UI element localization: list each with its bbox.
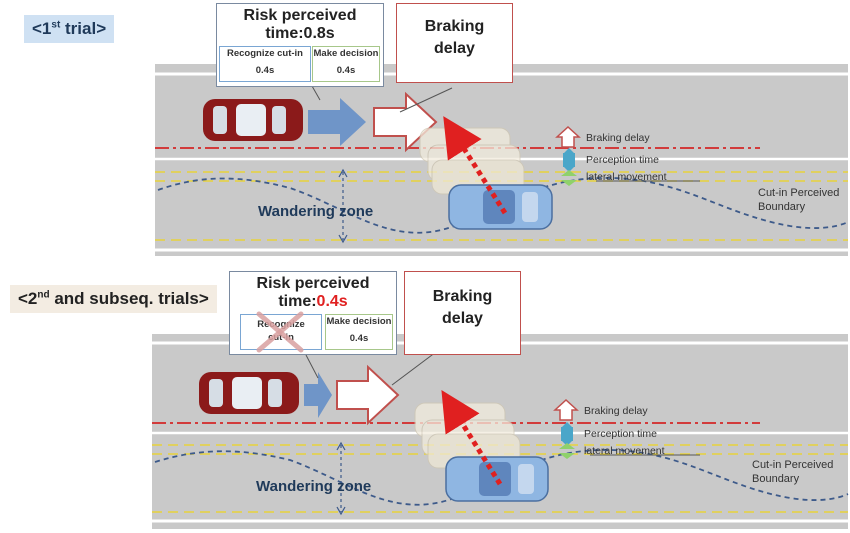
- blue-car-icon-2: [445, 456, 549, 502]
- cut-in-trajectory-1: [443, 116, 508, 215]
- risk-title-1b: time:0.8s: [265, 25, 335, 42]
- red-car-icon-2: [199, 372, 299, 414]
- legend-braking-delay-2: Braking delay: [584, 405, 648, 417]
- legend-perception-time-2: Perception time: [584, 428, 657, 440]
- perception-arrow-icon-2: [304, 372, 332, 418]
- lateral-movement-marker-icon-2: [559, 443, 575, 459]
- risk-title-2b: time:0.4s: [278, 293, 348, 310]
- cross-out-icon: [256, 311, 304, 353]
- trial1-label: <1st trial>: [24, 15, 115, 43]
- risk-perceived-box-1: Risk perceived time:0.8s Recognize cut-i…: [216, 3, 384, 87]
- lateral-movement-marker-icon-1: [561, 170, 577, 186]
- legend-lateral-movement-2: lateral movement: [584, 445, 665, 457]
- risk-title-1a: Risk perceived: [243, 7, 357, 24]
- perception-time-marker-icon-2: [561, 427, 573, 441]
- legend-braking-delay-1: Braking delay: [586, 132, 650, 144]
- trial1-panel: [155, 64, 849, 256]
- trial2-panel: [152, 334, 849, 529]
- trial2-label: <2nd and subseq. trials>: [10, 285, 217, 313]
- blue-car-icon-1: [448, 184, 553, 230]
- braking-arrow-icon-2: [336, 364, 400, 426]
- braking-delay-marker-icon-2: [553, 398, 579, 421]
- perception-time-marker-icon-1: [563, 153, 575, 167]
- braking-delay-box-2: Braking delay: [404, 271, 521, 355]
- braking-delay-box-1: Braking delay: [396, 3, 513, 83]
- wandering-zone-label-1: Wandering zone: [258, 203, 374, 220]
- wandering-boundary-1: [157, 177, 849, 234]
- braking-delay-marker-icon-1: [555, 125, 581, 148]
- red-car-icon-1: [203, 99, 303, 141]
- perception-arrow-icon-1: [308, 98, 366, 146]
- cut-in-trajectory-2: [441, 390, 503, 486]
- legend-perception-time-1: Perception time: [586, 154, 659, 166]
- ghost-cars-1: [419, 127, 525, 195]
- risk-title-2a: Risk perceived: [256, 275, 370, 292]
- wandering-zone-label-2: Wandering zone: [256, 478, 372, 495]
- legend-lateral-movement-1: lateral movement: [586, 171, 667, 183]
